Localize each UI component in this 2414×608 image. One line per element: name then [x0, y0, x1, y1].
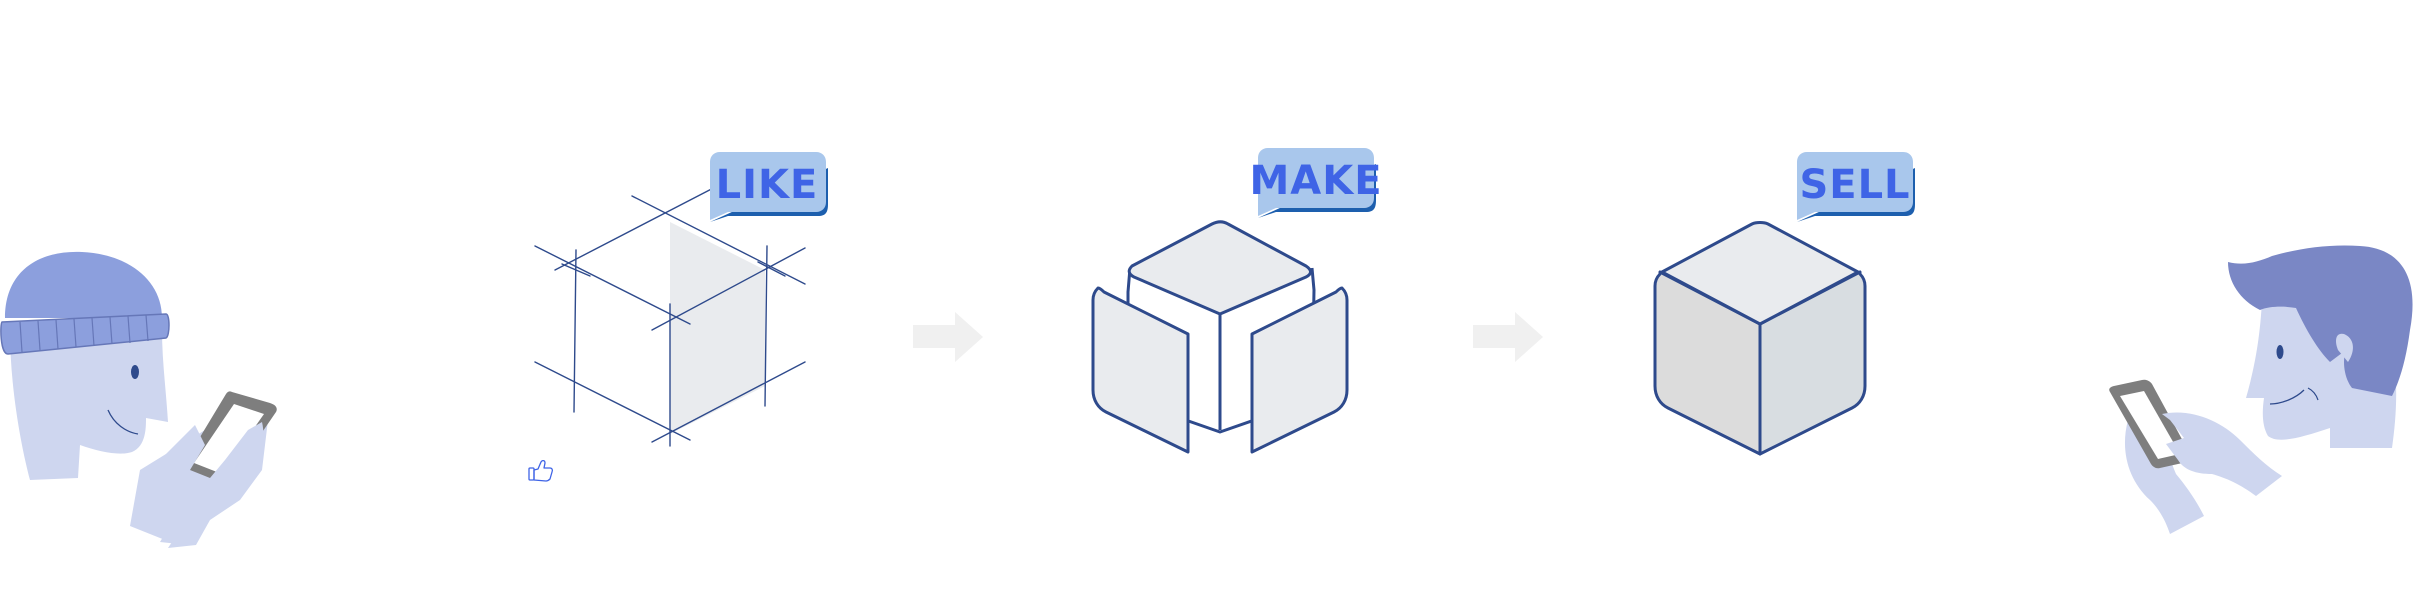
- finished-cube-icon: [1653, 221, 1867, 456]
- make-label: MAKE: [1249, 158, 1382, 204]
- like-stage: LIKE: [528, 152, 828, 482]
- make-stage: MAKE: [1091, 148, 1382, 454]
- arrow-right-icon: [913, 312, 983, 362]
- sketch-cube-icon: [534, 181, 806, 447]
- left-person-illustration: [0, 251, 277, 548]
- phone-icon: [183, 391, 277, 486]
- like-speech-bubble: LIKE: [710, 152, 828, 222]
- exploded-cube-icon: [1091, 220, 1349, 454]
- thumbs-up-icon: [528, 459, 554, 482]
- like-label: LIKE: [716, 162, 819, 208]
- right-person-illustration: [2109, 245, 2413, 534]
- arrow-right-icon: [1473, 312, 1543, 362]
- sell-label: SELL: [1799, 162, 1910, 208]
- sell-stage: SELL: [1653, 152, 1915, 456]
- sell-speech-bubble: SELL: [1797, 152, 1915, 222]
- make-speech-bubble: MAKE: [1249, 148, 1382, 218]
